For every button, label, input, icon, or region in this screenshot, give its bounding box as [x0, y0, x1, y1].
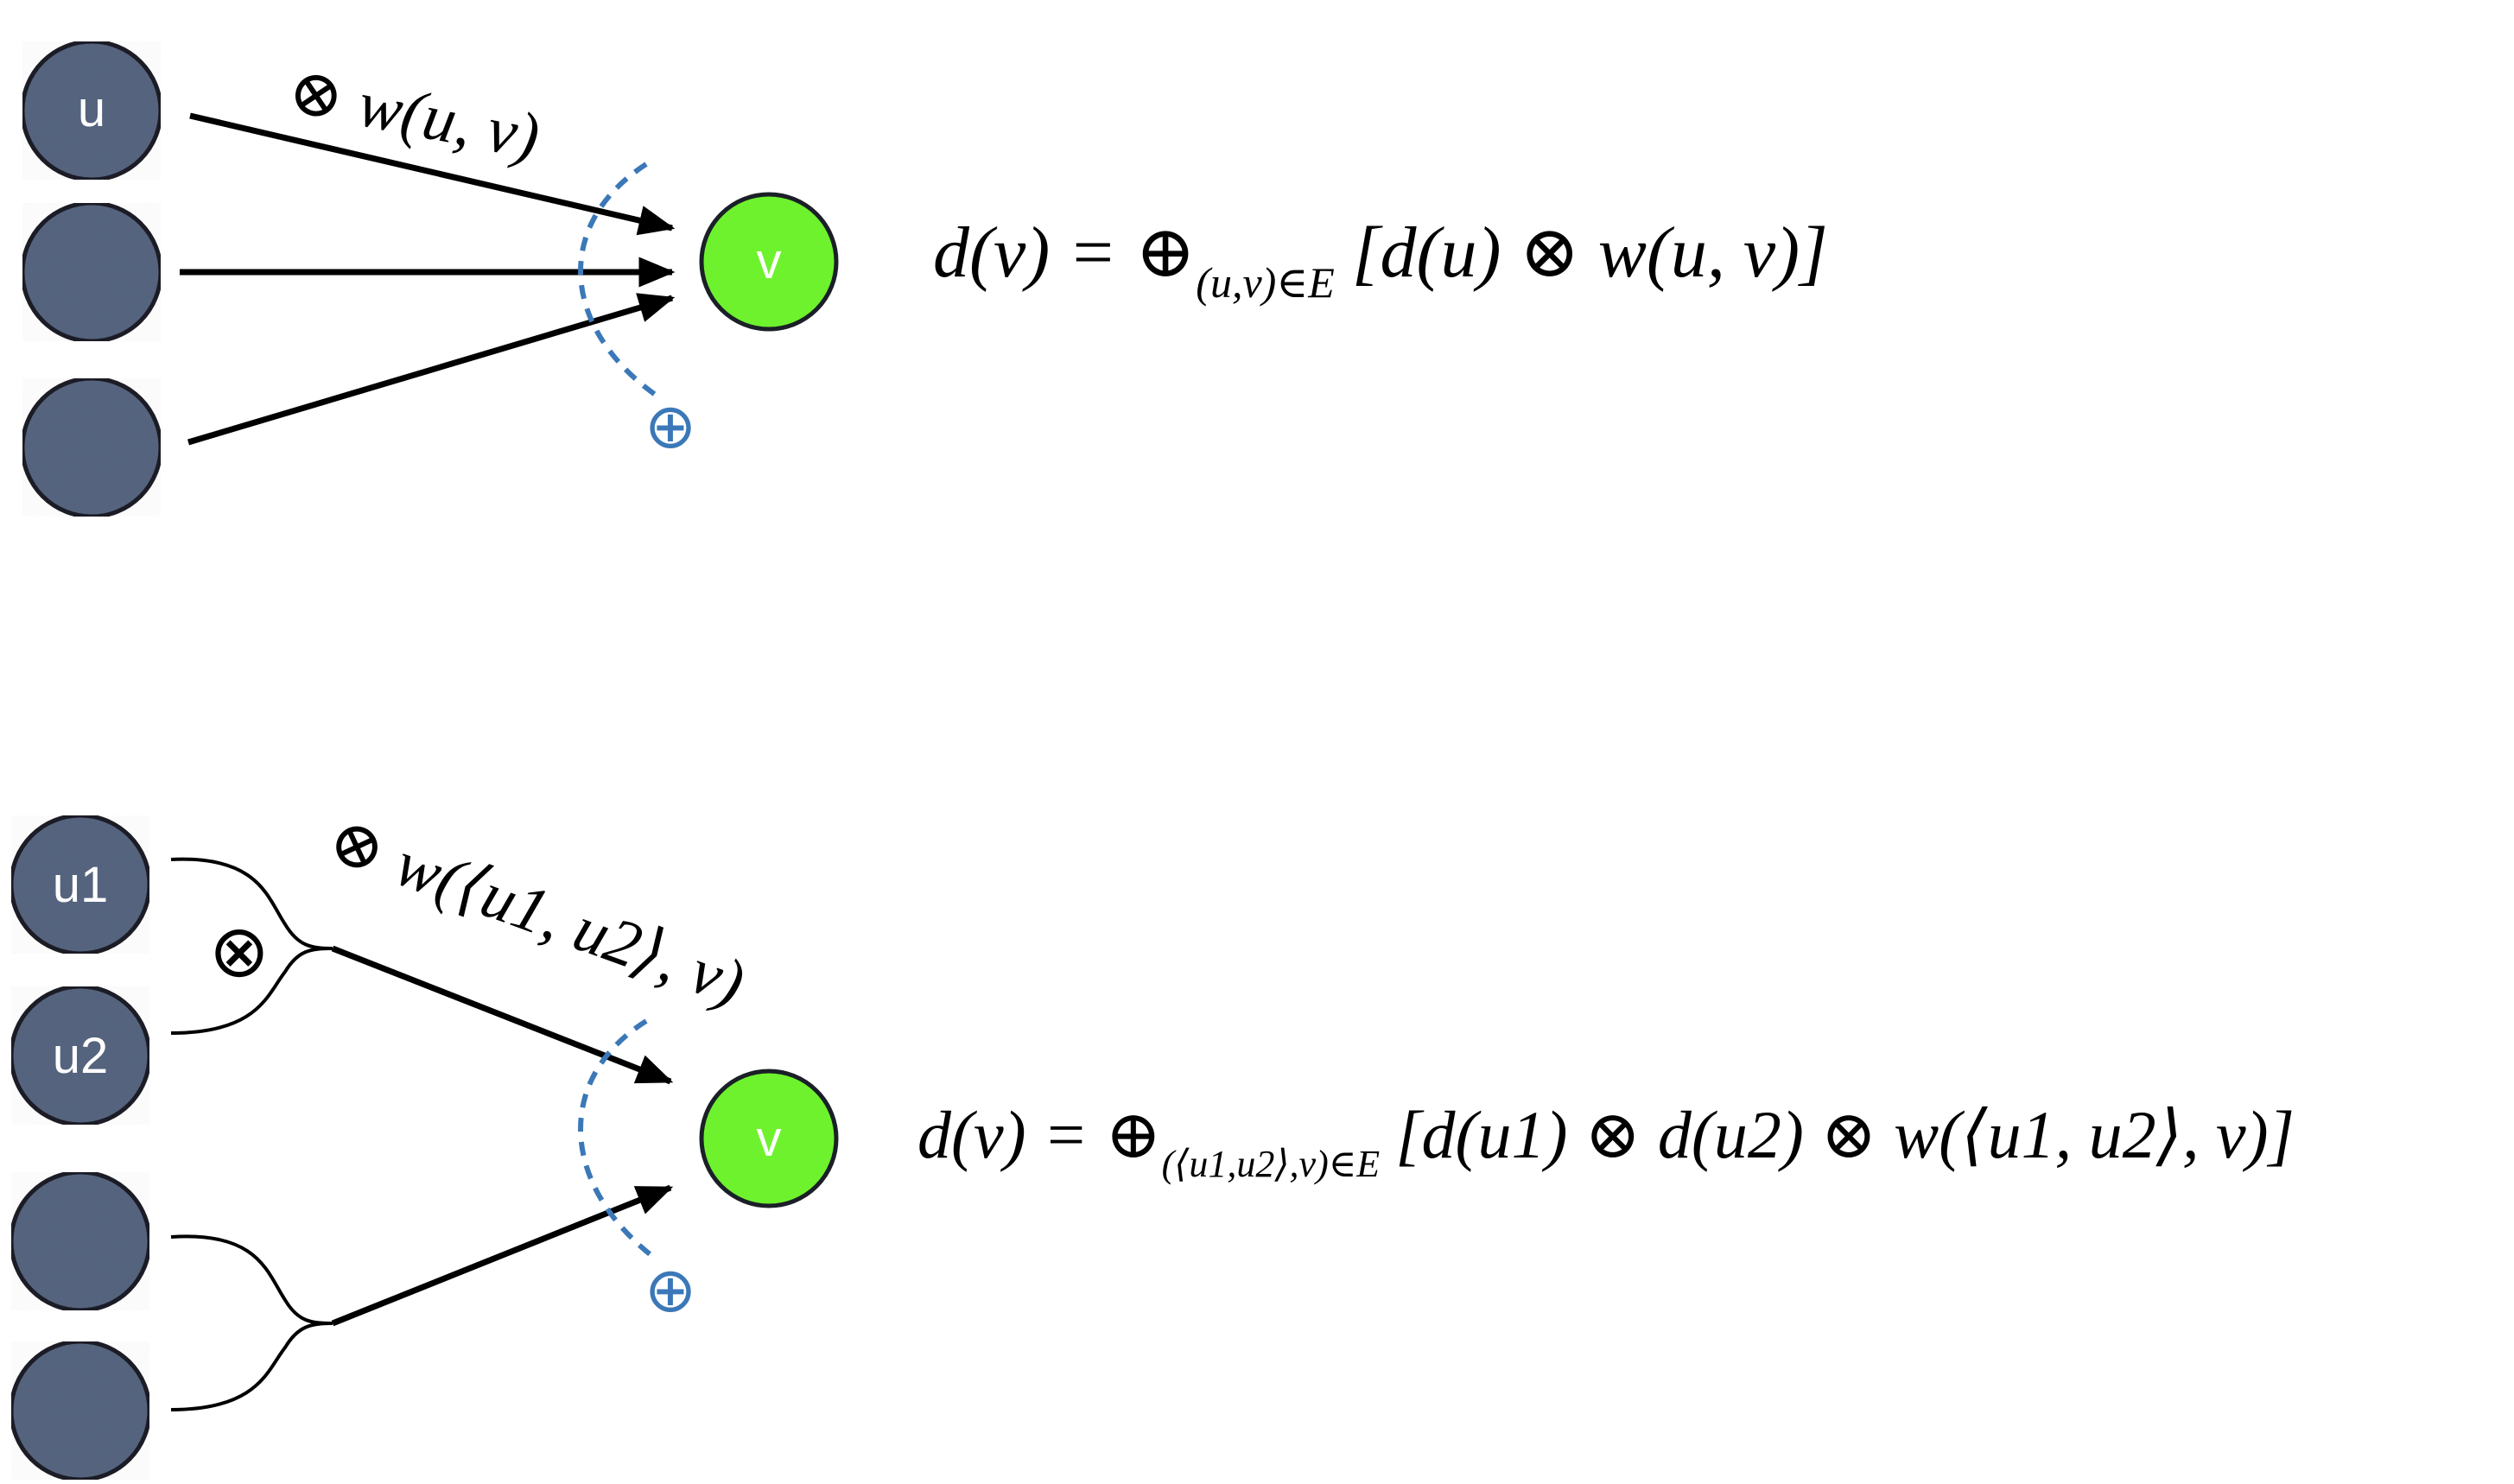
node-u2 — [9, 984, 152, 1127]
hyperedge-connector-u1-u2 — [170, 857, 333, 1035]
node-v-label: v — [757, 233, 782, 289]
node-u1 — [9, 813, 152, 956]
hyperedge-weight-label: ⊗ w(⟨u1, u2⟩, v) — [319, 802, 753, 1020]
bottom-diagram: ⊗ ⊕ u1 u2 v ⊗ w(⟨u1, u2⟩, v) d(v) = ⊕(⟨u… — [9, 802, 2295, 1482]
node-v — [699, 192, 839, 332]
edge-u-to-v — [189, 112, 676, 236]
eq-rhs: [d(u) ⊗ w(u, v)] — [1352, 212, 1828, 293]
equation-bottom: d(v) = ⊕(⟨u1,u2⟩,v)∈E [d(u1) ⊗ d(u2) ⊗ w(… — [917, 1097, 2295, 1185]
edge-bottom-to-v — [187, 293, 676, 446]
eq-bottom-sub: (⟨u1,u2⟩,v)∈E — [1162, 1143, 1381, 1185]
node-source-4 — [9, 1339, 152, 1482]
oplus-symbol: ⊕ — [644, 390, 696, 462]
node-v-bottom — [699, 1069, 839, 1208]
equation-top: d(v) = ⊕(u,v)∈E [d(u) ⊗ w(u, v)] — [933, 212, 1828, 307]
oplus-symbol-bottom: ⊕ — [644, 1253, 696, 1326]
hyperedge-bottom-to-v — [331, 1184, 674, 1327]
hyperedge-u1u2-to-v — [331, 945, 674, 1085]
node-source-bottom — [20, 376, 163, 519]
node-source-middle — [20, 200, 163, 344]
oplus-boundary-curve-bottom — [578, 1018, 658, 1262]
node-v-bottom-label: v — [757, 1111, 782, 1167]
hyperedge-connector-bottom — [170, 1234, 333, 1411]
node-u-label: u — [78, 81, 105, 137]
node-u — [20, 39, 163, 182]
oplus-boundary-curve — [578, 162, 658, 398]
top-diagram: ⊕ u v ⊗ w(u, v) d(v) = ⊕(u,v)∈E [d(u) ⊗ w… — [20, 39, 1828, 519]
node-u1-label: u1 — [53, 857, 109, 913]
otimes-symbol: ⊗ — [209, 909, 270, 993]
eq-lhs: d(v) = ⊕ — [933, 212, 1196, 293]
eq-bottom-rhs: [d(u1) ⊗ d(u2) ⊗ w(⟨u1, u2⟩, v)] — [1395, 1097, 2295, 1172]
edge-weight-label: ⊗ w(u, v) — [283, 54, 545, 174]
node-source-3 — [9, 1170, 152, 1313]
node-u2-label: u2 — [53, 1028, 109, 1084]
eq-bottom-lhs: d(v) = ⊕ — [917, 1097, 1162, 1172]
eq-sub: (u,v)∈E — [1196, 258, 1335, 307]
